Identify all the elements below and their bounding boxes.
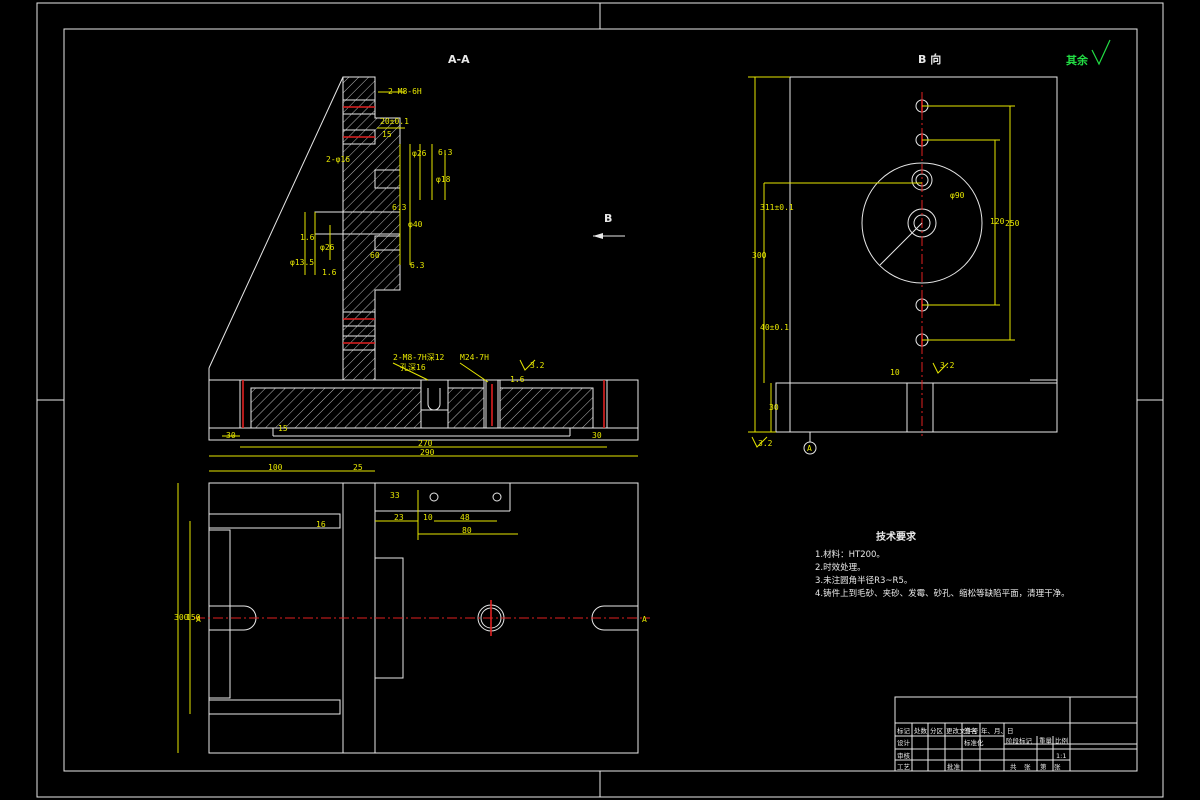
svg-text:更改文件号: 更改文件号 bbox=[946, 726, 979, 735]
svg-text:批准: 批准 bbox=[947, 762, 961, 771]
dim-label: 150 bbox=[186, 613, 201, 622]
scale-value: 1:1 bbox=[1056, 752, 1066, 760]
svg-text:分区: 分区 bbox=[930, 726, 944, 735]
dim-label: 孔深16 bbox=[400, 363, 426, 372]
plan-view: 100 25 23 10 48 80 33 16 300 150 A A bbox=[174, 463, 650, 754]
svg-text:B: B bbox=[604, 212, 612, 225]
tech-item: 3.未注圆角半径R3~R5。 bbox=[815, 575, 912, 586]
dim-label: 30 bbox=[592, 431, 602, 440]
dim-label: φ13.5 bbox=[290, 258, 314, 267]
dim-label: 30 bbox=[769, 403, 779, 412]
tech-item: 4.铸件上到毛砂、夹砂、发霉、砂孔、缩松等缺陷平面，清理干净。 bbox=[815, 588, 1070, 599]
dim-label: 3.2 bbox=[758, 439, 773, 448]
dim-label: 23 bbox=[394, 513, 404, 522]
svg-text:比例: 比例 bbox=[1055, 736, 1068, 745]
svg-text:共: 共 bbox=[1010, 762, 1017, 771]
dim-label: 3.2 bbox=[940, 361, 955, 370]
svg-text:张: 张 bbox=[1024, 762, 1031, 771]
dim-label: 2-φ16 bbox=[326, 155, 350, 164]
dim-label: 16 bbox=[316, 520, 326, 529]
dim-label: 15 bbox=[278, 424, 288, 433]
dim-label: φ18 bbox=[436, 175, 451, 184]
dim-label: 3.2 bbox=[530, 361, 545, 370]
section-view: 2-M8-6H 20±0.1 15 2-φ16 φ26 φ18 6.3 φ40 … bbox=[208, 76, 639, 457]
svg-text:张: 张 bbox=[1054, 762, 1061, 771]
dim-label: 20±0.1 bbox=[380, 117, 409, 126]
svg-text:第: 第 bbox=[1040, 762, 1047, 771]
dim-label: 6.3 bbox=[438, 148, 453, 157]
dim-label: 270 bbox=[418, 439, 433, 448]
dim-label: 300 bbox=[752, 251, 767, 260]
svg-text:处数: 处数 bbox=[914, 726, 928, 735]
dim-label: 300 bbox=[174, 613, 189, 622]
dim-label: 2-M8-6H bbox=[388, 87, 422, 96]
svg-text:审核: 审核 bbox=[897, 751, 911, 760]
svg-text:其余: 其余 bbox=[1066, 53, 1089, 67]
dim-label: 250 bbox=[1005, 219, 1020, 228]
dim-label: φ90 bbox=[950, 191, 965, 200]
dim-label: 1.6 bbox=[300, 233, 315, 242]
svg-text:年、月、日: 年、月、日 bbox=[981, 726, 1014, 735]
dim-label: 6.3 bbox=[392, 203, 407, 212]
dim-label: 15 bbox=[382, 130, 392, 139]
dim-label: 100 bbox=[268, 463, 283, 472]
dim-label: 120 bbox=[990, 217, 1005, 226]
svg-text:标记: 标记 bbox=[897, 726, 911, 735]
section-mark-left: A bbox=[196, 615, 201, 624]
title-block: 标记 处数 分区 更改文件号 签名 年、月、日 设计 标准化 审核 工艺 批准 … bbox=[894, 696, 1138, 772]
svg-text:设计: 设计 bbox=[897, 738, 911, 747]
dim-label: 10 bbox=[423, 513, 433, 522]
direction-title: B 向 bbox=[918, 52, 941, 66]
tech-item: 2.时效处理。 bbox=[815, 562, 866, 573]
dim-label: 290 bbox=[420, 448, 435, 457]
dim-label: 311±0.1 bbox=[760, 203, 794, 212]
dim-label: 2-M8-7H深12 bbox=[393, 353, 445, 362]
dim-label: 25 bbox=[353, 463, 363, 472]
dim-label: 33 bbox=[390, 491, 400, 500]
dim-label: 1.6 bbox=[510, 375, 525, 384]
section-title: A-A bbox=[448, 53, 470, 66]
dim-label: φ26 bbox=[320, 243, 335, 252]
b-view: 300 311±0.1 40±0.1 30 120 250 φ90 3.2 10… bbox=[748, 76, 1058, 455]
dim-label: 60 bbox=[370, 251, 380, 260]
svg-text:签名: 签名 bbox=[964, 726, 977, 735]
dim-label: 80 bbox=[462, 526, 472, 535]
svg-text:技术要求: 技术要求 bbox=[876, 530, 917, 543]
dim-label: 48 bbox=[460, 513, 470, 522]
svg-text:标准化: 标准化 bbox=[964, 738, 984, 747]
tech-requirements: 技术要求 1.材料：HT200。 2.时效处理。 3.未注圆角半径R3~R5。 … bbox=[815, 530, 1070, 599]
dim-label: 40±0.1 bbox=[760, 323, 789, 332]
view-arrow-b: B bbox=[593, 212, 625, 239]
dim-label: 1.6 bbox=[322, 268, 337, 277]
surface-roughness-mark: 其余 bbox=[1066, 39, 1111, 67]
dim-label: φ40 bbox=[408, 220, 423, 229]
dim-label: M24-7H bbox=[460, 353, 489, 362]
svg-text:重量: 重量 bbox=[1039, 737, 1053, 745]
svg-text:工艺: 工艺 bbox=[897, 763, 911, 771]
tech-item: 1.材料：HT200。 bbox=[815, 549, 885, 560]
sheet-frame bbox=[36, 2, 1164, 798]
svg-text:阶段标记: 阶段标记 bbox=[1006, 736, 1033, 745]
datum-a: A bbox=[807, 444, 812, 453]
dim-label: 10 bbox=[890, 368, 900, 377]
dim-label: 6.3 bbox=[410, 261, 425, 270]
dim-label: 30 bbox=[226, 431, 236, 440]
section-mark-right: A bbox=[642, 615, 647, 624]
dim-label: φ26 bbox=[412, 149, 427, 158]
